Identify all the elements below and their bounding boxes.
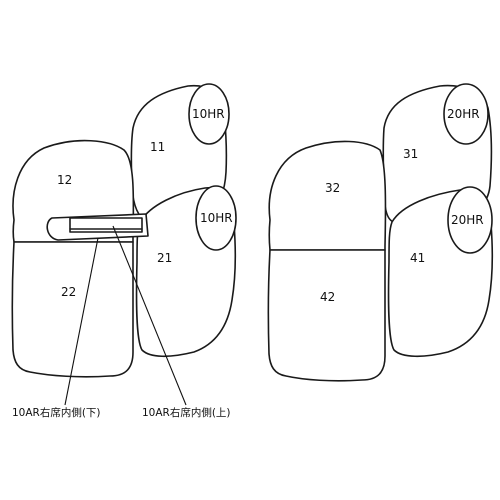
label-headrest-upper-left: 10HR — [192, 107, 225, 121]
headrest-lower-right — [447, 186, 493, 254]
label-headrest-upper-right: 20HR — [447, 107, 480, 121]
headrest-upper-left — [188, 83, 230, 145]
label-42: 42 — [320, 290, 335, 304]
label-22: 22 — [61, 285, 76, 299]
headrest-upper-right — [443, 83, 489, 145]
leader-line-upper — [112, 225, 187, 406]
armrest-inner-panel — [69, 217, 143, 233]
label-32: 32 — [325, 181, 340, 195]
label-12: 12 — [57, 173, 72, 187]
seat-part-32 — [268, 140, 387, 251]
label-headrest-lower-left: 10HR — [200, 211, 233, 225]
headrest-lower-left — [195, 185, 237, 251]
callout-armrest-lower: 10AR右席内側(下) — [12, 406, 101, 419]
label-41: 41 — [410, 251, 425, 265]
callout-armrest-upper: 10AR右席内側(上) — [142, 406, 231, 419]
label-11: 11 — [150, 140, 165, 154]
label-31: 31 — [403, 147, 418, 161]
label-headrest-lower-right: 20HR — [451, 213, 484, 227]
leader-line-lower — [64, 237, 99, 406]
left-seat-set: 11 12 21 22 10HR 10HR 10AR右席内側(下) 10AR右席… — [11, 83, 237, 419]
seat-part-22 — [11, 241, 134, 378]
right-seat-set: 31 32 41 42 20HR 20HR — [267, 83, 494, 382]
label-21: 21 — [157, 251, 172, 265]
seat-part-42 — [267, 249, 386, 382]
